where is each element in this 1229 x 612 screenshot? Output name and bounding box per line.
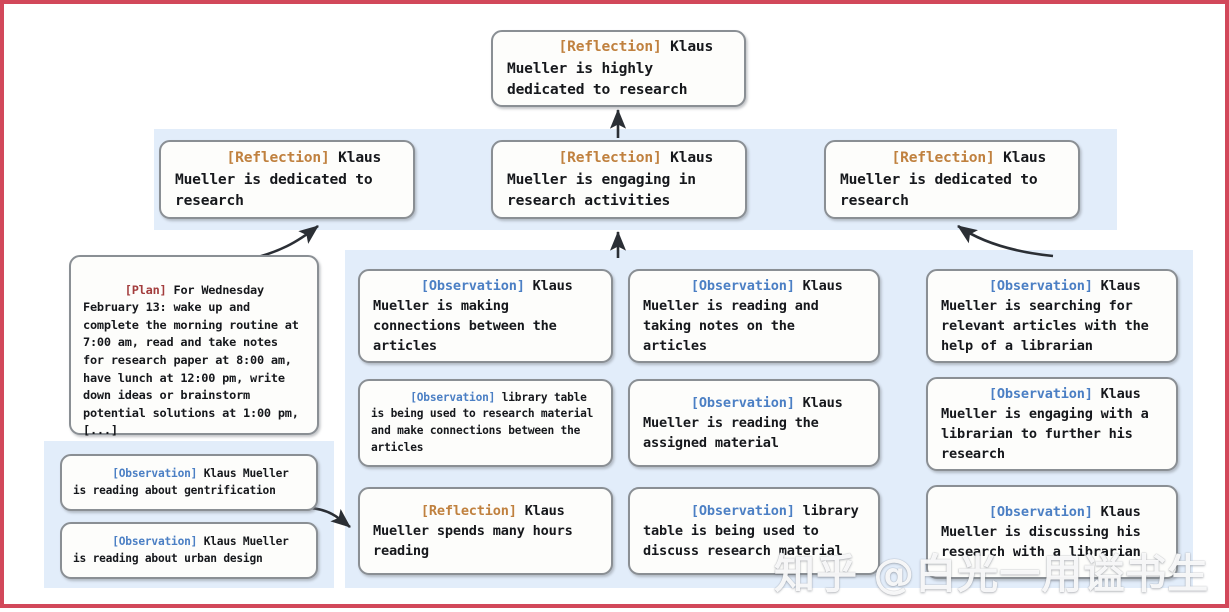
node-text: [Observation] Klaus Mueller is reading t… — [643, 373, 865, 473]
column-1-node-1[interactable]: [Observation] Klaus Mueller is making co… — [358, 269, 613, 363]
node-tag: [Observation] — [988, 386, 1093, 402]
node-text: [Observation] Klaus Mueller is engaging … — [941, 364, 1163, 484]
node-body: Klaus Mueller is dedicated to research — [175, 149, 390, 210]
node-tag: [Reflection] — [226, 149, 330, 167]
node-text: [Observation] library table is being use… — [643, 481, 865, 581]
node-text: [Reflection] Klaus Mueller spends many h… — [373, 481, 598, 581]
mid-reflection-node-3[interactable]: [Reflection] Klaus Mueller is dedicated … — [824, 140, 1080, 219]
bottom-left-observation-1[interactable]: [Observation] Klaus Mueller is reading a… — [60, 454, 318, 511]
node-text: [Observation] Klaus Mueller is searching… — [941, 256, 1163, 376]
node-tag: [Reflection] — [420, 503, 517, 519]
node-tag: [Observation] — [690, 278, 795, 294]
node-text: [Reflection] Klaus Mueller is dedicated … — [175, 126, 399, 234]
node-body: Klaus Mueller is reading about urban des… — [73, 534, 296, 565]
node-tag: [Reflection] — [891, 149, 995, 167]
node-body: library table is being used to discuss r… — [643, 503, 867, 559]
column-1-node-2[interactable]: [Observation] library table is being use… — [358, 379, 613, 467]
node-tag: [Observation] — [420, 278, 525, 294]
column-2-node-1[interactable]: [Observation] Klaus Mueller is reading a… — [628, 269, 880, 363]
node-tag: [Observation] — [988, 504, 1093, 520]
mid-reflection-node-1[interactable]: [Reflection] Klaus Mueller is dedicated … — [159, 140, 415, 219]
node-tag: [Observation] — [112, 466, 198, 480]
column-2-node-2[interactable]: [Observation] Klaus Mueller is reading t… — [628, 379, 880, 467]
node-body: Klaus Mueller is dedicated to research — [840, 149, 1055, 210]
node-text: [Observation] library table is being use… — [371, 373, 600, 473]
node-text: [Reflection] Klaus Mueller is dedicated … — [840, 126, 1064, 234]
node-body: Klaus Mueller is reading about gentrific… — [73, 466, 296, 497]
node-tag: [Reflection] — [558, 149, 662, 167]
node-body: Klaus Mueller is reading the assigned ma… — [643, 395, 851, 451]
node-body: library table is being used to research … — [371, 390, 600, 454]
column-1-node-3[interactable]: [Reflection] Klaus Mueller spends many h… — [358, 487, 613, 575]
column-3-node-2[interactable]: [Observation] Klaus Mueller is engaging … — [926, 377, 1178, 471]
column-3-node-1[interactable]: [Observation] Klaus Mueller is searching… — [926, 269, 1178, 363]
node-tag: [Observation] — [112, 534, 198, 548]
node-text: [Observation] Klaus Mueller is discussin… — [941, 482, 1163, 582]
node-body: Klaus Mueller is engaging in research ac… — [507, 149, 722, 210]
node-tag: [Observation] — [988, 278, 1093, 294]
node-body: Klaus Mueller spends many hours reading — [373, 503, 581, 559]
node-text: [Reflection] Klaus Mueller is engaging i… — [507, 126, 731, 234]
node-body: Klaus Mueller is searching for relevant … — [941, 278, 1157, 354]
column-2-node-3[interactable]: [Observation] library table is being use… — [628, 487, 880, 575]
node-body: Klaus Mueller is engaging with a librari… — [941, 386, 1157, 462]
node-tag: [Observation] — [690, 503, 795, 519]
bottom-left-observation-2[interactable]: [Observation] Klaus Mueller is reading a… — [60, 522, 318, 579]
node-text: [Plan] For Wednesday February 13: wake u… — [83, 264, 305, 458]
node-text: [Observation] Klaus Mueller is making co… — [373, 256, 598, 376]
plan-node[interactable]: [Plan] For Wednesday February 13: wake u… — [69, 255, 319, 437]
node-text: [Observation] Klaus Mueller is reading a… — [73, 449, 305, 515]
node-tag: [Plan] — [124, 282, 167, 297]
node-text: [Reflection] Klaus Mueller is highly ded… — [507, 15, 730, 123]
node-tag: [Reflection] — [558, 38, 662, 56]
node-body: Klaus Mueller is discussing his research… — [941, 504, 1149, 560]
node-tag: [Observation] — [690, 395, 795, 411]
node-body: Klaus Mueller is reading and taking note… — [643, 278, 851, 354]
node-body: Klaus Mueller is making connections betw… — [373, 278, 581, 354]
node-text: [Observation] Klaus Mueller is reading a… — [73, 517, 305, 583]
node-body: Klaus Mueller is highly dedicated to res… — [507, 38, 722, 99]
mid-reflection-node-2[interactable]: [Reflection] Klaus Mueller is engaging i… — [491, 140, 747, 219]
node-text: [Observation] Klaus Mueller is reading a… — [643, 256, 865, 376]
node-tag: [Observation] — [410, 390, 496, 404]
column-3-node-3[interactable]: [Observation] Klaus Mueller is discussin… — [926, 485, 1178, 579]
node-body: For Wednesday February 13: wake up and c… — [83, 282, 306, 438]
top-reflection-node[interactable]: [Reflection] Klaus Mueller is highly ded… — [491, 30, 746, 107]
